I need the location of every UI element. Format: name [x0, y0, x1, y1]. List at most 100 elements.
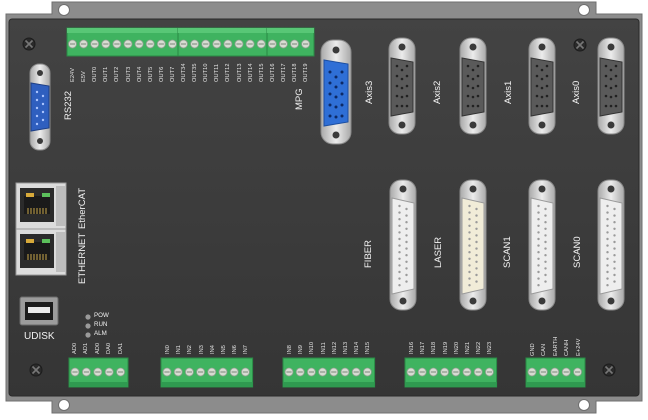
pin-label: IN15 — [365, 341, 372, 354]
udisk-usb-port[interactable] — [19, 296, 59, 326]
terminal-screw-icon — [179, 39, 188, 49]
pin-label: OUT2 — [114, 66, 121, 82]
pin-label: OUT3 — [125, 66, 132, 82]
pin-label: OUT7 — [169, 66, 176, 82]
terminal-screw-icon — [295, 367, 305, 377]
axis3-port[interactable] — [388, 37, 416, 135]
pin-label: IN0 — [165, 344, 171, 354]
pin-label: IN13 — [343, 341, 349, 354]
pin-label: DA1 — [117, 342, 124, 354]
pin-label: E+24V — [575, 338, 582, 356]
terminal-screw-icon — [212, 39, 222, 49]
terminal-block-in0-7[interactable] — [160, 357, 254, 388]
pin-label: OUT4 — [136, 66, 143, 82]
terminal-screw-icon — [93, 367, 103, 377]
terminal-screw-icon — [184, 367, 194, 377]
terminal-screw-icon — [79, 39, 88, 49]
ethernet-port[interactable] — [15, 228, 67, 276]
pin-label: OUT15 — [258, 63, 265, 82]
led-label-alm: ALM — [94, 330, 107, 337]
ethercat-label: EtherCAT — [77, 187, 88, 229]
pin-label: IN16 — [409, 341, 415, 354]
terminal-screw-icon — [101, 39, 111, 49]
pin-label: EARTH — [552, 336, 559, 356]
axis2-label: Axis2 — [432, 80, 443, 104]
terminal-screw-icon — [440, 367, 450, 377]
pin-label: IN19 — [442, 341, 449, 354]
axis0-port[interactable] — [597, 37, 625, 135]
terminal-screw-icon — [417, 367, 427, 377]
screw-icon — [29, 363, 43, 377]
terminal-screw-icon — [123, 39, 133, 49]
pin-label: IN12 — [331, 341, 338, 354]
pin-label: IN4 — [209, 344, 216, 354]
led-label-pow: POW — [94, 312, 109, 319]
pin-label: CANH — [564, 339, 571, 356]
fiber-port[interactable] — [389, 179, 417, 311]
terminal-screw-icon — [104, 367, 114, 377]
terminal-screw-icon — [156, 39, 166, 49]
terminal-screw-icon — [68, 39, 77, 49]
pin-label: IN7 — [243, 344, 250, 354]
pin-label: E5V — [81, 71, 88, 82]
terminal-screw-icon — [82, 367, 91, 377]
axis2-port[interactable] — [459, 37, 487, 135]
pin-label: OUT0 — [92, 66, 99, 82]
pin-label: IN18 — [431, 341, 438, 354]
pin-label: IN1 — [176, 344, 183, 354]
pin-label: OUT10 — [203, 63, 210, 82]
terminal-screw-icon — [573, 367, 582, 377]
terminal-screw-icon — [539, 367, 548, 377]
pin-label: IN11 — [320, 342, 327, 354]
terminal-screw-icon — [428, 367, 438, 377]
terminal-screw-icon — [229, 367, 239, 377]
terminal-block-can-power[interactable] — [525, 357, 586, 388]
terminal-screw-icon — [484, 367, 494, 377]
terminal-screw-icon — [284, 367, 294, 377]
pin-label: IN14 — [354, 341, 361, 354]
pin-label: CAN — [541, 343, 548, 356]
status-led-icons — [85, 314, 91, 338]
axis1-port[interactable] — [528, 37, 556, 135]
pin-label: IN5 — [221, 344, 227, 354]
scan0-label: SCAN0 — [572, 236, 583, 268]
scan1-label: SCAN1 — [502, 236, 513, 268]
pin-label: OUT5 — [147, 66, 154, 82]
pin-label: OUT6 — [158, 66, 165, 82]
terminal-screw-icon — [145, 39, 155, 49]
terminal-screw-icon — [362, 367, 372, 377]
pin-label: OUT14 — [247, 63, 254, 82]
terminal-screw-icon — [462, 367, 472, 377]
pin-label: AD1 — [83, 342, 90, 354]
rs232-port[interactable] — [29, 63, 51, 151]
terminal-screw-icon — [240, 367, 250, 377]
screw-icon — [602, 363, 616, 377]
pin-label: OUT34 — [181, 63, 187, 82]
terminal-screw-icon — [301, 39, 311, 49]
terminal-screw-icon — [290, 39, 299, 49]
mount-hole-top-right — [578, 4, 590, 16]
terminal-block-in8-15[interactable] — [282, 357, 376, 388]
pin-label: IN3 — [198, 344, 205, 354]
terminal-screw-icon — [218, 367, 228, 377]
pin-label: IN20 — [453, 341, 460, 354]
pin-label: OUT1 — [103, 66, 110, 82]
mount-hole-bottom-right — [578, 399, 590, 411]
terminal-screw-icon — [234, 39, 244, 49]
terminal-block-in16-23[interactable] — [404, 357, 498, 388]
pin-label: OUT18 — [292, 63, 299, 82]
terminal-block-analog[interactable] — [68, 357, 129, 388]
scan0-port[interactable] — [597, 179, 625, 311]
pin-label: OUT13 — [236, 63, 243, 82]
pin-label: IN17 — [420, 341, 427, 354]
pin-label: AD0 — [72, 342, 78, 354]
terminal-screw-icon — [267, 39, 277, 49]
laser-port[interactable] — [459, 179, 487, 311]
terminal-screw-icon — [167, 39, 177, 49]
scan1-port[interactable] — [528, 179, 556, 311]
pin-label: IN21 — [465, 341, 471, 354]
ethercat-port[interactable] — [15, 182, 67, 230]
mpg-port[interactable] — [320, 39, 352, 145]
pin-label: IN6 — [232, 344, 239, 354]
